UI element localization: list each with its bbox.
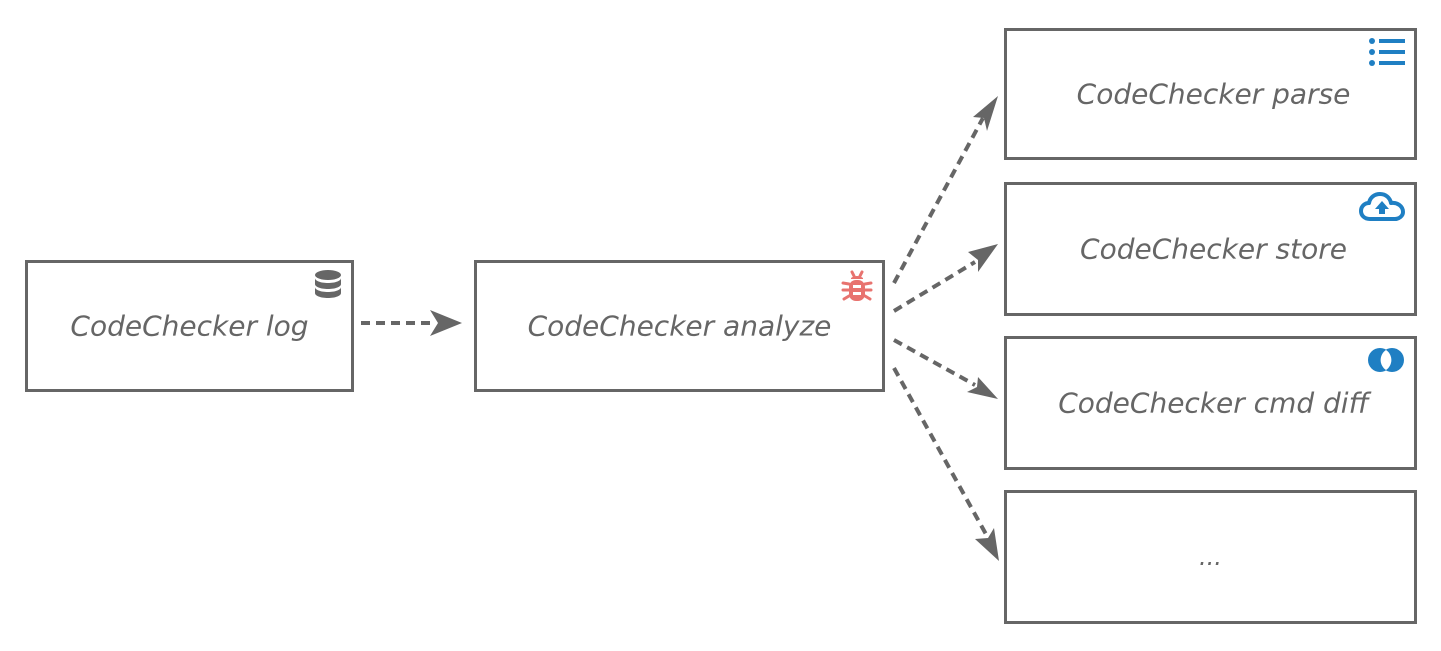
node-label-more: ... — [1199, 543, 1222, 571]
list-icon — [1369, 38, 1405, 66]
node-codechecker-analyze: CodeChecker analyze — [474, 260, 885, 392]
node-label-log: CodeChecker log — [70, 309, 309, 343]
node-codechecker-parse: CodeChecker parse — [1004, 28, 1417, 160]
database-icon — [315, 270, 341, 298]
node-label-analyze: CodeChecker analyze — [527, 309, 832, 343]
edge-analyze-parse — [892, 96, 998, 284]
node-label-parse: CodeChecker parse — [1076, 77, 1351, 111]
bug-icon — [841, 270, 873, 301]
edge-analyze-store — [892, 244, 998, 313]
cloud-upload-icon — [1359, 192, 1405, 221]
diff-circles-icon — [1368, 348, 1404, 372]
edge-analyze-more — [892, 367, 999, 561]
node-codechecker-store: CodeChecker store — [1004, 182, 1417, 316]
node-label-diff: CodeChecker cmd diff — [1058, 386, 1369, 420]
node-more: ... — [1004, 490, 1417, 624]
node-label-store: CodeChecker store — [1080, 232, 1347, 266]
edge-log-analyze — [361, 310, 462, 336]
node-codechecker-cmd-diff: CodeChecker cmd diff — [1004, 336, 1417, 470]
edge-analyze-diff — [893, 338, 998, 399]
node-codechecker-log: CodeChecker log — [25, 260, 354, 392]
